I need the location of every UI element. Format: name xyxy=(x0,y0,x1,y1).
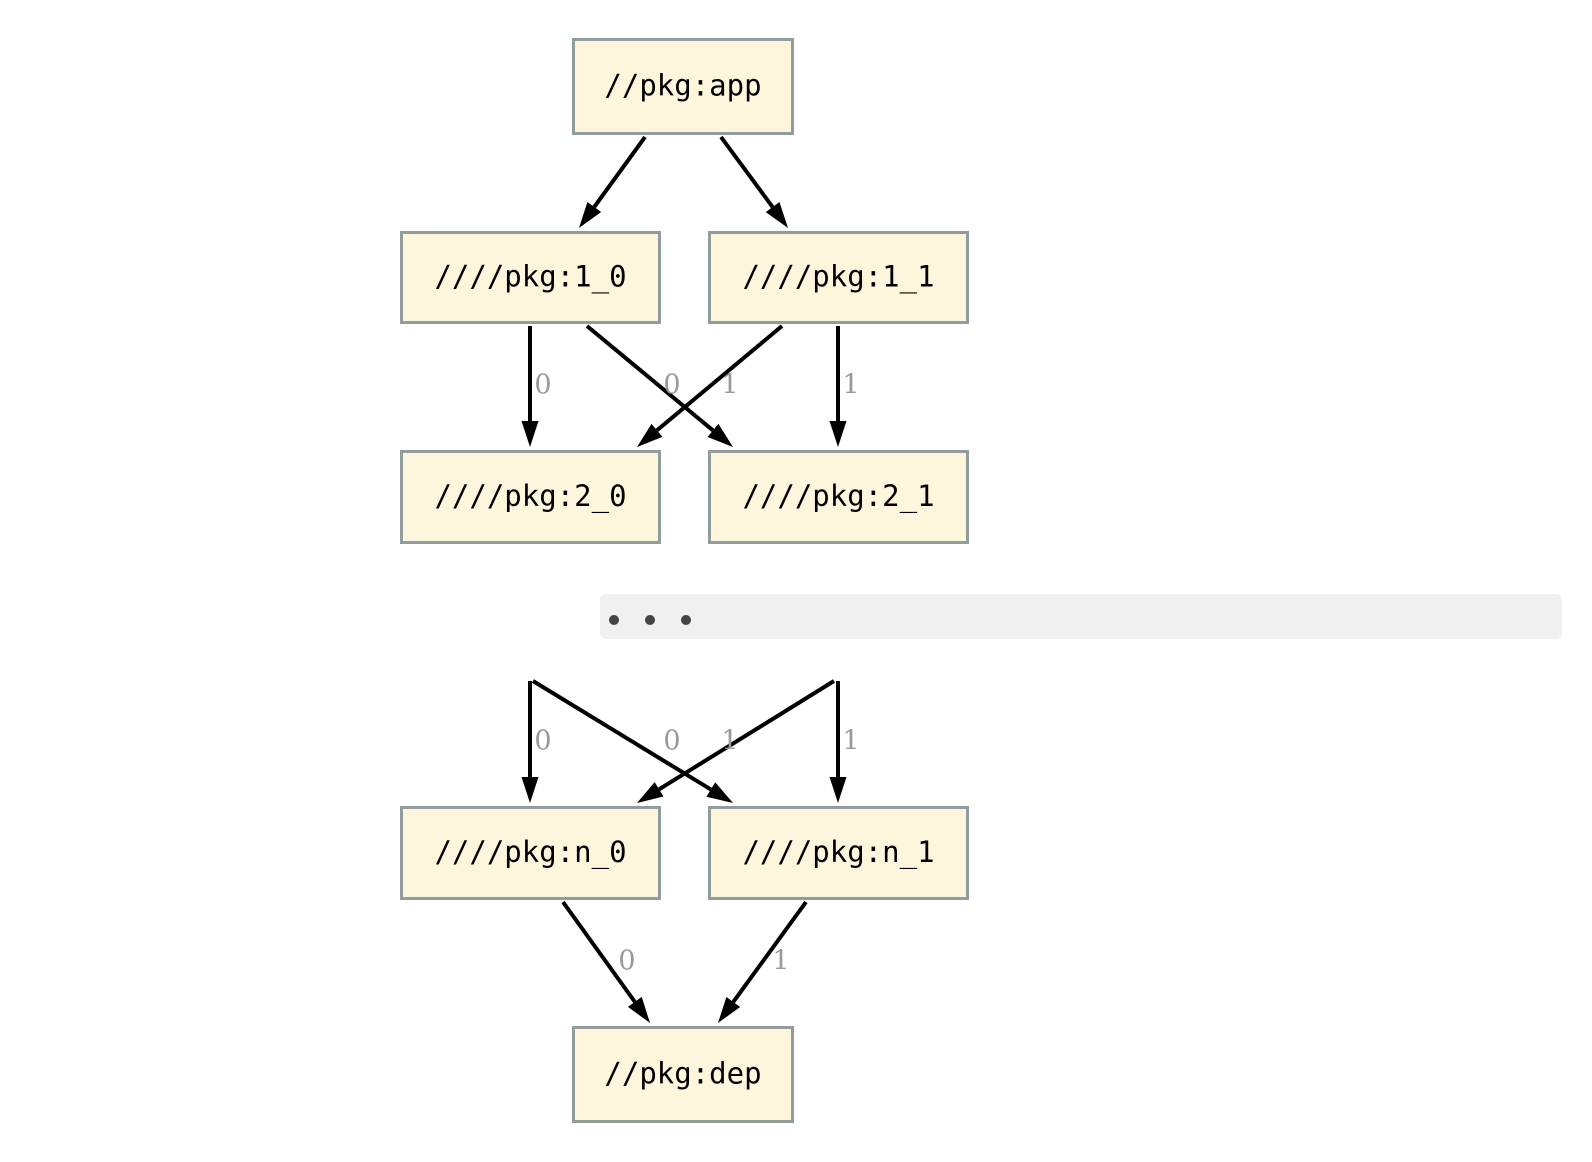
node-label: //pkg:dep xyxy=(604,1057,761,1091)
edge-line xyxy=(655,324,784,432)
node-label: ////pkg:1_0 xyxy=(434,260,626,295)
edge-arrowhead-icon xyxy=(579,201,602,228)
graph-edge: 1 xyxy=(829,326,860,447)
graph-edge: 1 xyxy=(637,679,836,803)
graph-edge xyxy=(719,135,788,228)
edge-line xyxy=(719,135,775,209)
edge-arrowhead-icon xyxy=(718,996,741,1023)
node-label: ////pkg:2_1 xyxy=(742,479,934,514)
graph-edge: 0 xyxy=(521,326,552,447)
edge-arrowhead-icon xyxy=(829,777,847,803)
graph-node-l1_1[interactable]: ////pkg:1_1 xyxy=(708,231,969,324)
ellipsis-dot xyxy=(609,615,619,625)
graph-node-ln_0[interactable]: ////pkg:n_0 xyxy=(400,806,661,900)
graph-node-ln_1[interactable]: ////pkg:n_1 xyxy=(708,806,969,900)
node-box[interactable] xyxy=(708,231,969,324)
node-box[interactable] xyxy=(400,450,661,544)
graph-edge: 1 xyxy=(829,681,860,803)
node-layer: //pkg:app ////pkg:1_0 ////pkg:1_1 ////pkg:2… xyxy=(400,38,969,1123)
edge-arrowhead-icon xyxy=(637,782,664,803)
node-box[interactable] xyxy=(400,806,661,900)
edge-arrowhead-icon xyxy=(706,782,733,803)
graph-node-dep[interactable]: //pkg:dep xyxy=(572,1026,794,1123)
graph-edge: 0 xyxy=(531,679,733,803)
node-box[interactable] xyxy=(708,450,969,544)
edge-layer: 0 0 1 1 0 0 1 1 0 1 xyxy=(521,135,860,1023)
node-box[interactable] xyxy=(572,38,794,135)
edge-line xyxy=(585,324,715,432)
edge-arrowhead-icon xyxy=(521,777,539,803)
edge-arrowhead-icon xyxy=(707,423,733,447)
node-box[interactable] xyxy=(400,231,661,324)
graph-edge: 0 xyxy=(561,900,650,1023)
edge-label: 1 xyxy=(842,370,859,401)
graph-node-app[interactable]: //pkg:app xyxy=(572,38,794,135)
truncation-band xyxy=(600,594,1562,639)
edge-label: 1 xyxy=(842,726,859,757)
edge-line xyxy=(731,900,808,1004)
graph-edge xyxy=(579,135,647,228)
edge-label: 0 xyxy=(663,726,680,757)
edge-arrowhead-icon xyxy=(829,421,847,447)
edge-label: 0 xyxy=(534,370,551,401)
node-label: //pkg:app xyxy=(604,69,761,103)
ellipsis-dot xyxy=(645,615,655,625)
node-label: ////pkg:2_0 xyxy=(434,479,626,514)
graph-node-l2_1[interactable]: ////pkg:2_1 xyxy=(708,450,969,544)
graph-edge: 1 xyxy=(718,900,808,1023)
node-label: ////pkg:1_1 xyxy=(742,260,934,295)
edge-label: 1 xyxy=(772,946,789,977)
edge-label: 1 xyxy=(721,726,738,757)
node-label: ////pkg:n_1 xyxy=(742,835,934,870)
node-label: ////pkg:n_0 xyxy=(434,835,626,870)
edge-label: 0 xyxy=(663,370,680,401)
edge-label: 0 xyxy=(534,726,551,757)
edge-arrowhead-icon xyxy=(521,421,539,447)
node-box[interactable] xyxy=(572,1026,794,1123)
graph-node-l1_0[interactable]: ////pkg:1_0 xyxy=(400,231,661,324)
edge-arrowhead-icon xyxy=(627,996,650,1023)
edge-label: 0 xyxy=(618,946,635,977)
edge-line xyxy=(561,900,637,1004)
node-box[interactable] xyxy=(708,806,969,900)
edge-arrowhead-icon xyxy=(637,423,663,447)
graph-edge: 0 xyxy=(585,324,733,447)
graph-node-l2_0[interactable]: ////pkg:2_0 xyxy=(400,450,661,544)
divider-layer xyxy=(600,594,1562,639)
graph-edge: 1 xyxy=(637,324,784,447)
edge-line xyxy=(592,135,647,209)
edge-line xyxy=(658,679,836,792)
edge-label: 1 xyxy=(721,370,738,401)
edge-line xyxy=(531,679,712,792)
ellipsis-dot xyxy=(681,615,691,625)
edge-arrowhead-icon xyxy=(765,202,788,228)
graph-edge: 0 xyxy=(521,681,552,803)
